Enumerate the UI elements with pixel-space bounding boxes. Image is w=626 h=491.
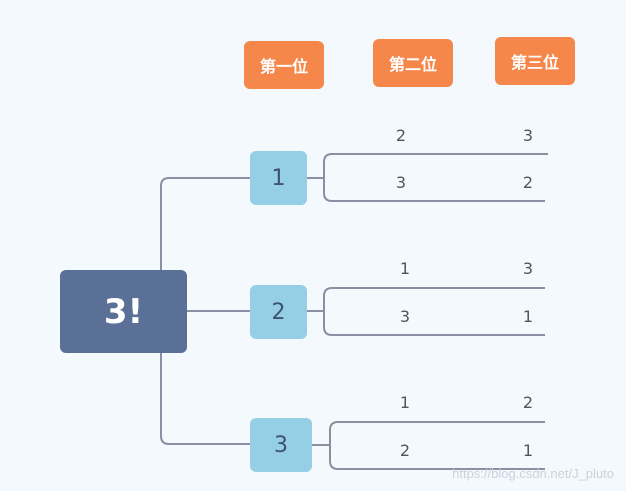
second-digit-value: 3 [399,307,411,326]
first-digit-node-1: 1 [250,151,307,205]
connector-node-3 [312,421,545,470]
second-digit-value: 3 [395,173,407,192]
connector-root-1 [160,177,250,270]
third-digit-value: 3 [522,126,534,145]
second-digit-value: 1 [399,259,411,278]
header-third-position: 第三位 [495,37,575,85]
header-second-position: 第二位 [373,39,453,87]
second-digit-value: 2 [399,441,411,460]
connector-root-3 [160,353,250,445]
first-digit-node-3: 3 [250,418,312,472]
third-digit-value: 1 [522,441,534,460]
root-node: 3! [60,270,187,353]
first-digit-node-2: 2 [250,285,307,339]
second-digit-value: 2 [395,126,407,145]
header-first-position: 第一位 [244,41,324,89]
watermark-text: https://blog.csdn.net/J_pluto [452,466,614,481]
connector-node-2 [307,287,545,336]
third-digit-value: 3 [522,259,534,278]
third-digit-value: 1 [522,307,534,326]
connector-node-1 [307,153,548,202]
second-digit-value: 1 [399,393,411,412]
third-digit-value: 2 [522,173,534,192]
third-digit-value: 2 [522,393,534,412]
